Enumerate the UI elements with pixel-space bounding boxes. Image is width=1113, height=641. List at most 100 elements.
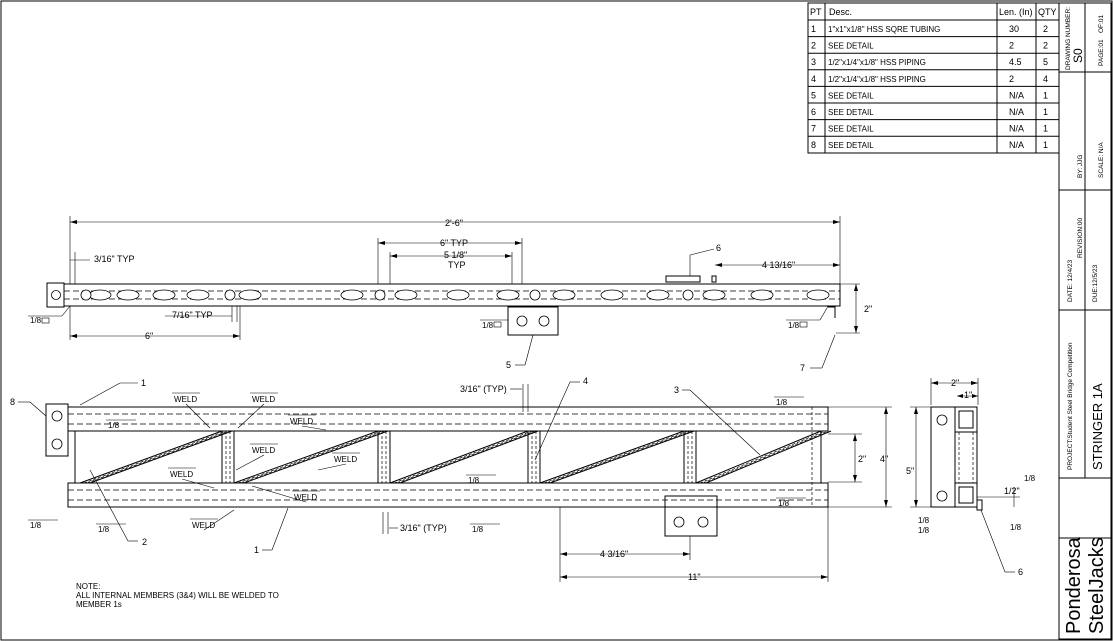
callout-2: 2	[142, 537, 147, 547]
weld-label: WELD	[192, 521, 215, 530]
dim-6-typ: 6" TYP	[440, 238, 468, 248]
callout-3: 3	[674, 385, 679, 395]
note-line-1: NOTE:	[76, 582, 100, 591]
round-hole	[224, 289, 236, 301]
weld-18-right: 1/8	[788, 321, 800, 330]
parts-row-desc: SEE DETAIL	[828, 125, 874, 134]
slot-hole	[394, 289, 418, 301]
drawn-by: BY: JJG	[1077, 155, 1084, 178]
dim-1-2-side: 1/2"	[1004, 486, 1020, 496]
dim-2-front: 2"	[858, 454, 866, 464]
slot-hole	[750, 289, 774, 301]
dim-6: 6"	[145, 331, 153, 341]
dim-overall: 2'-6"	[445, 218, 463, 228]
dim-5-18-typ: TYP	[448, 260, 466, 270]
title-block: DRAWING NUMBER: S0 PAGE:01 OF:01 BY: JJG…	[1058, 2, 1112, 640]
note-line-3: MEMBER 1s	[76, 600, 122, 609]
dim-2-side: 2"	[951, 378, 959, 388]
dim-316-typ: 3/16" TYP	[94, 254, 135, 264]
dim-2-top: 2"	[864, 304, 872, 314]
slot-hole	[806, 289, 830, 301]
weld-label: WELD	[294, 493, 317, 502]
weld-label: WELD	[290, 417, 313, 426]
parts-row-pt: 3	[811, 57, 816, 67]
weld-label: WELD	[334, 455, 357, 464]
weld-symbol: 1/8	[98, 525, 110, 534]
parts-row-desc: 1"x1"x1/8" HSS SQRE TUBING	[828, 25, 940, 34]
callout-5: 5	[506, 360, 511, 370]
slot-hole	[496, 289, 520, 301]
round-hole	[374, 289, 386, 301]
parts-row-len: N/A	[1009, 107, 1024, 117]
top-view: 2'-6" 3/16" TYP 6" TYP 5 1/8" TYP 6 4 13…	[28, 216, 872, 373]
parts-row-len: 30	[1009, 24, 1019, 34]
dim-5-side: 5"	[906, 466, 914, 476]
page-number: PAGE:01	[1098, 39, 1105, 66]
weld-symbol: 1/8	[1024, 474, 1036, 483]
parts-row-len: 4.5	[1009, 57, 1022, 67]
slot-hole	[116, 289, 140, 301]
parts-row-desc: SEE DETAIL	[828, 42, 874, 51]
weld-label: WELD	[170, 470, 193, 479]
len-header: Len. (In)	[999, 7, 1033, 17]
parts-row-qty: 1	[1043, 140, 1048, 150]
weld-symbol: 1/8	[30, 521, 42, 530]
desc-header: Desc.	[829, 7, 852, 17]
callout-4: 4	[583, 376, 588, 386]
pt-header: PT	[810, 7, 822, 17]
callout-8: 8	[10, 397, 15, 407]
weld-symbol: 1/8	[776, 398, 788, 407]
weld-symbol: 1/8	[468, 476, 480, 485]
parts-row-pt: 6	[811, 107, 816, 117]
slot-hole	[186, 289, 210, 301]
parts-row-pt: 1	[811, 24, 816, 34]
weld-symbol: 1/8	[778, 499, 790, 508]
weld-18-left: 1/8	[30, 316, 42, 325]
qty-header: QTY	[1038, 7, 1057, 17]
round-hole	[682, 289, 694, 301]
parts-row-desc: 1/2"x1/4"x1/8" HSS PIPING	[828, 75, 926, 84]
parts-row-qty: 1	[1043, 124, 1048, 134]
parts-row-qty: 5	[1043, 57, 1048, 67]
company-name-line1: Ponderosa	[1063, 536, 1085, 634]
parts-row-len: N/A	[1009, 140, 1024, 150]
callout-7: 7	[800, 363, 805, 373]
parts-row-len: 2	[1009, 74, 1014, 84]
dim-7-16-typ: 7/16" TYP	[172, 310, 213, 320]
company-name-line2: SteelJacks	[1086, 537, 1108, 634]
slot-hole	[446, 289, 470, 301]
slot-hole	[88, 289, 112, 301]
weld-label: WELD	[174, 395, 197, 404]
weld-symbol: 1/8	[472, 525, 484, 534]
page-of: OF:01	[1098, 15, 1105, 33]
slot-hole	[702, 289, 726, 301]
parts-row-pt: 8	[811, 140, 816, 150]
parts-row-len: N/A	[1009, 90, 1024, 100]
weld-symbol: 1/8	[1010, 523, 1022, 532]
parts-row-desc: SEE DETAIL	[828, 91, 874, 100]
revision: REVISION:00	[1077, 218, 1084, 258]
parts-row-pt: 2	[811, 41, 816, 51]
parts-row-pt: 7	[811, 124, 816, 134]
slot-hole	[600, 289, 624, 301]
round-hole	[80, 289, 92, 301]
weld-label: WELD	[252, 446, 275, 455]
dim-4-3-16: 4 3/16"	[600, 549, 628, 559]
round-hole	[529, 289, 541, 301]
parts-row-qty: 1	[1043, 107, 1048, 117]
parts-row-qty: 4	[1043, 74, 1048, 84]
dim-316-typ-top: 3/16" (TYP)	[460, 384, 507, 394]
dim-1-side: 1"	[964, 390, 972, 400]
dim-4-13-16: 4 13/16"	[762, 260, 795, 270]
parts-table: PT Desc. Len. (In) QTY 1 1"x1"x1/8" HSS S…	[807, 2, 1060, 154]
dim-5-18: 5 1/8"	[444, 250, 467, 260]
parts-row-qty: 2	[1043, 41, 1048, 51]
callout-1-bottom: 1	[254, 545, 259, 555]
scale: SCALE: N/A	[1098, 142, 1105, 178]
date: DATE: 12/4/23	[1067, 259, 1074, 302]
weld-symbol: 1/8	[918, 526, 930, 535]
parts-row-desc: SEE DETAIL	[828, 141, 874, 150]
